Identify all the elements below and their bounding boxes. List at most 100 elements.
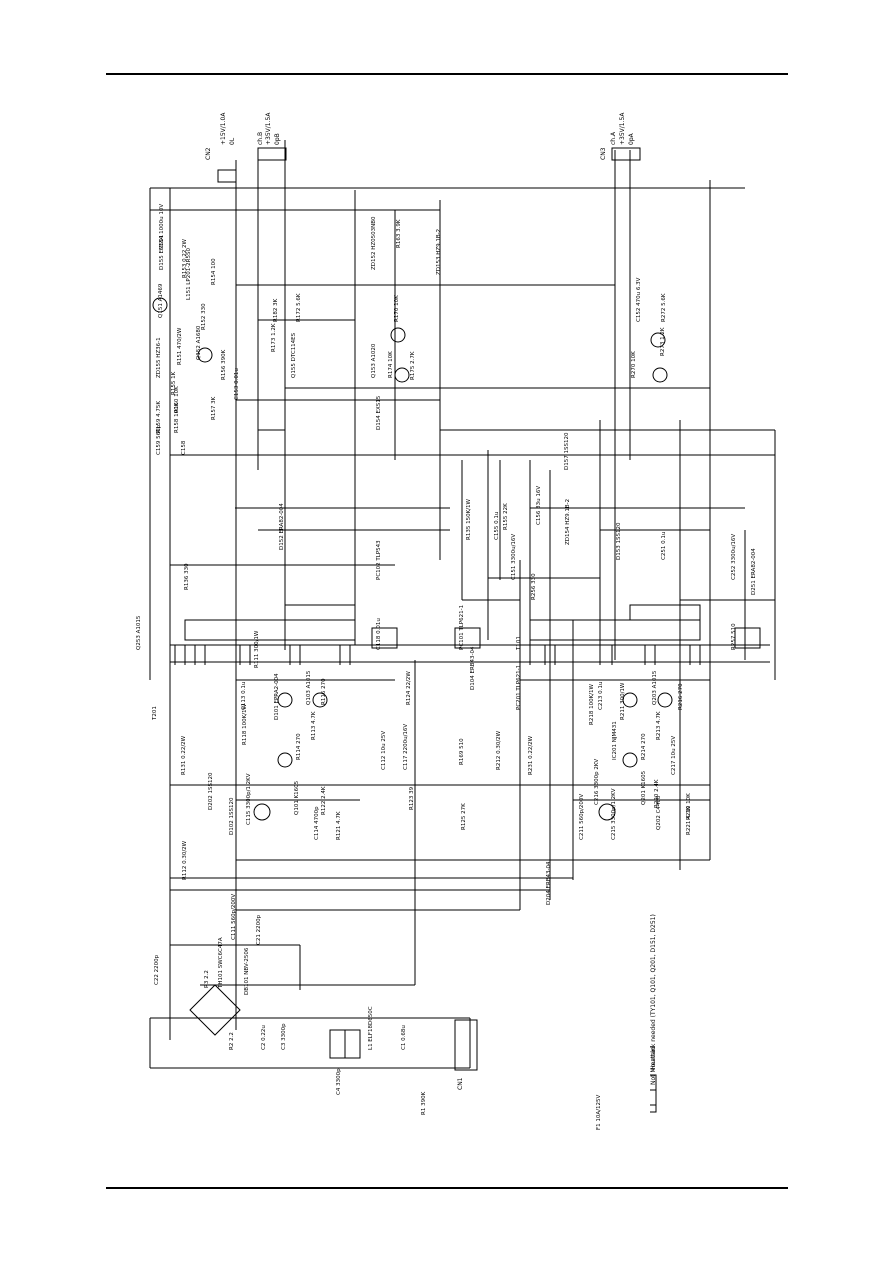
component-ref: C2 0.22u <box>261 1025 267 1050</box>
connector-cn3-pin: 0pA <box>628 132 635 145</box>
component-ref: R111 300/1W <box>254 630 260 668</box>
component-ref: R169 510 <box>459 738 465 765</box>
component-ref: R118 100K/1W <box>242 703 248 745</box>
component-ref: R113 4.7K <box>311 711 317 740</box>
component-ref: D104 ERB43-04 <box>470 646 476 690</box>
component-ref: ZD154 HZ9.1B-2 <box>565 499 571 545</box>
component-ref: ZD155 HZ36-1 <box>156 337 162 378</box>
component-ref: C22 2200p <box>154 954 160 985</box>
legend-entry: Heatsink needed (TY101, Q101, Q201, D151… <box>650 914 657 1070</box>
connector-cn2-pin: +35V/1.5A <box>265 112 272 145</box>
connector-cn2-pin: 0pB <box>274 133 281 145</box>
component-ref: ZD153 HZ9.1B-2 <box>436 229 442 275</box>
transistors <box>152 297 673 821</box>
component-ref: F1 10A/125V <box>596 1094 602 1130</box>
connector-cn3-pin: +35V/1.5A <box>619 112 626 145</box>
component-ref: R214 270 <box>641 733 647 760</box>
component-ref: R155 1K <box>171 371 177 395</box>
component-ref: D157 1SS120 <box>564 432 570 470</box>
component-ref: R218 100K/1W <box>589 683 595 725</box>
component-ref: R122 2.4K <box>321 786 327 815</box>
component-ref: C112 10u 25V <box>381 731 387 770</box>
legend-entry: Not Mounted <box>650 1046 657 1085</box>
component-ref: Q151 A1469 <box>158 283 164 318</box>
component-ref: R116 270 <box>321 678 327 705</box>
component-ref: L151 LP201-2R5S0 <box>186 248 192 300</box>
component-ref: R175 2.7K <box>410 351 416 380</box>
component-ref: TH101 SWC6C47A <box>218 937 224 989</box>
component-ref: R270 10K <box>631 351 637 378</box>
component-ref: R135 150K/1W <box>466 498 472 540</box>
component-ref: C4 3300p <box>336 1068 342 1095</box>
component-ref: R152 330 <box>201 303 207 330</box>
component-ref: C151 3300u/16V <box>511 534 517 580</box>
component-ref: C216 3300p 2KV <box>594 759 600 805</box>
component-ref: C156 33u 16V <box>536 486 542 525</box>
legend-symbols <box>650 1074 657 1113</box>
secondary-windings <box>184 604 701 641</box>
component-ref: R121 4.7K <box>336 811 342 840</box>
component-ref: ZD152 HZ0503NB0 <box>371 216 377 270</box>
component-ref: R124 22/2W <box>406 671 412 705</box>
legend-labels: Heatsink needed (TY101, Q101, Q201, D151… <box>650 914 657 1085</box>
component-ref: R170 10K <box>394 295 400 322</box>
component-ref: C118 0.01u <box>376 618 382 650</box>
connector-cn2 <box>217 147 287 183</box>
component-ref: Q103 A1015 <box>306 670 312 705</box>
component-ref: R159 4.75K <box>156 401 162 433</box>
component-ref: D152 ERA82-004 <box>279 503 285 550</box>
connector-cn2-pin: 0L <box>229 137 236 145</box>
component-ref: R219 10K <box>686 793 692 820</box>
component-ref: C154 1000u 10V <box>159 204 165 250</box>
component-ref: D153 1SS120 <box>616 522 622 560</box>
component-ref: C113 0.1u <box>241 682 247 710</box>
component-ref: C159 560p <box>156 424 162 455</box>
transformer-t201 <box>519 645 701 665</box>
component-ref: Q253 A1015 <box>136 615 142 650</box>
component-ref: R158 100K <box>174 402 180 433</box>
transformer-t101 <box>174 645 351 665</box>
wiring <box>149 140 776 1069</box>
component-ref: R112 0.30/2W <box>182 840 188 880</box>
component-ref: C3 3300p <box>281 1023 287 1050</box>
component-ref: Q201 K1605 <box>641 770 647 805</box>
component-ref: R154 100 <box>211 258 217 285</box>
bottom-rule <box>106 1187 788 1189</box>
component-ref: R123 39 <box>409 786 415 810</box>
component-ref: D202 1SS120 <box>208 772 214 810</box>
component-ref: T201 <box>152 706 158 721</box>
component-ref: C115 3300p/1.2KV <box>246 773 252 825</box>
component-ref: R257 510 <box>731 623 737 650</box>
component-ref: R136 330 <box>184 563 190 590</box>
component-ref: IC201 NJM431 <box>612 721 618 760</box>
component-ref: C117 2200u/16V <box>403 724 409 770</box>
connector-cn1 <box>454 1019 478 1071</box>
component-ref: C211 560p/200V <box>579 794 585 840</box>
component-ref: C251 0.1u <box>661 532 667 560</box>
component-ref: R163 3.9K <box>396 219 402 248</box>
component-ref: Q203 A1015 <box>652 670 658 705</box>
component-ref: C215 3300p/1.2KV <box>611 788 617 840</box>
component-ref: R151 470/2W <box>177 327 183 365</box>
component-ref: C21 2200p <box>256 914 262 945</box>
component-ref: C153 0.01u <box>234 368 240 400</box>
bridge-rectifier-db101 <box>189 984 241 1036</box>
top-rule <box>106 73 788 75</box>
connector-cn3-label: CN3 <box>600 147 607 160</box>
connector-cn2-pin: ch.B <box>257 132 264 145</box>
component-ref: R273 1.2K <box>660 327 666 356</box>
component-ref: R174 10K <box>388 351 394 378</box>
component-ref: R213 4.7K <box>656 711 662 740</box>
component-ref: Q101 K1605 <box>294 780 300 815</box>
component-ref: PC101 TLP621-1 <box>459 605 465 650</box>
component-ref: R114 270 <box>296 733 302 760</box>
component-ref: C252 3300u/16V <box>731 534 737 580</box>
component-ref: R157 3K <box>211 396 217 420</box>
component-ref: R173 1.2K <box>271 323 277 352</box>
component-ref: R2 2.2 <box>229 1032 235 1050</box>
component-ref: D154 EXS15 <box>376 395 382 430</box>
component-ref: Q155 DTC114ES <box>291 332 297 378</box>
component-ref: R153 0.22 2W <box>182 238 188 278</box>
component-ref: R221 4.7K <box>686 806 692 835</box>
